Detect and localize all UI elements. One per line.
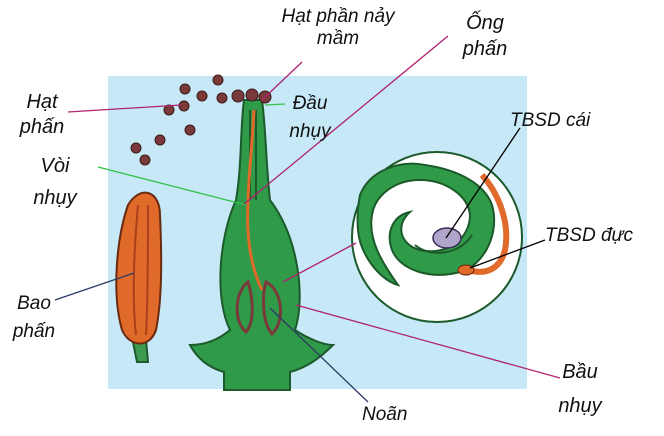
leader-dau-nhuy [264,103,286,106]
ovule-integument [356,162,496,287]
pollen-grain [245,88,259,102]
leader-bau-nhuy [295,304,561,379]
pistil-body [188,99,336,391]
label-hat-phan: Hạt phấn [14,90,70,140]
label-hat-phan-nay-mam-line1: Hạt phần nảy [281,6,395,27]
label-voi-nhuy-line2: nhụy [33,187,77,209]
leader-hat-phan-nay-mam [261,61,303,101]
embryo-sac [432,227,462,249]
label-bau-nhuy-line1: Bầu [562,361,598,383]
label-bau-nhuy-line2: nhụy [558,395,602,417]
pollen-tube-magnified [467,172,510,275]
ovule-left [235,279,254,335]
label-bao-phan-line2: phấn [12,321,56,342]
label-bao-phan-line1: Bao [17,293,51,314]
label-ong-phan-line2: phấn [462,38,508,60]
label-voi-nhuy-line1: Vòi [40,155,70,177]
pollen-grain [231,89,245,103]
leader-tbsd-duc [469,239,546,269]
label-ong-phan: Ống phấn [445,10,525,62]
ovule-inner-lines [414,234,473,254]
pollen-grain [139,154,151,166]
label-noan: Noãn [362,404,408,425]
pollen-grain [154,134,166,146]
leader-ong-phan [242,35,449,206]
pollen-tube [246,109,264,291]
anther-drawing [115,191,163,363]
label-hat-phan-line1: Hạt [26,91,58,113]
leader-tbsd-cai [445,127,521,239]
pollen-grain [178,100,190,112]
label-tbsd-duc: TBSD đực [545,225,634,246]
pollen-grain [130,142,142,154]
leader-voi-nhuy [97,166,247,206]
ovule-right [262,279,283,337]
label-dau-nhuy: Đầu nhụy [278,90,342,146]
label-hat-phan-nay-mam: Hạt phần nảy mầm [252,6,424,50]
label-hat-phan-nay-mam-line2: mầm [316,28,360,49]
anther-groove-1 [132,204,139,336]
pollen-grains [130,74,272,166]
pollen-grain [212,74,224,86]
pollen-grain [163,104,175,116]
pollen-grain [216,92,228,104]
pistil-drawing [188,99,336,391]
label-dau-nhuy-line2: nhụy [289,121,331,142]
label-bau-nhuy: Bầu nhụy [545,355,615,423]
leader-lines [54,35,561,403]
label-dau-nhuy-line1: Đầu [292,93,328,114]
label-tbsd-cai: TBSD cái [510,110,591,131]
label-bao-phan: Bao phấn [6,290,62,346]
pollen-grain [179,83,191,95]
leader-bau-nhuy-magnified [282,242,357,283]
anther-groove-2 [145,204,149,336]
leader-bao-phan [54,272,135,301]
pollen-grain [184,124,196,136]
label-hat-phan-line2: phấn [19,116,65,138]
label-ong-phan-line1: Ống [466,12,504,34]
magnified-ovule [351,151,523,323]
sperm-cell [457,264,475,276]
leader-hat-phan [67,104,182,113]
label-voi-nhuy: Vòi nhụy [20,150,90,214]
pollen-grain [196,90,208,102]
leader-noan [269,307,369,403]
